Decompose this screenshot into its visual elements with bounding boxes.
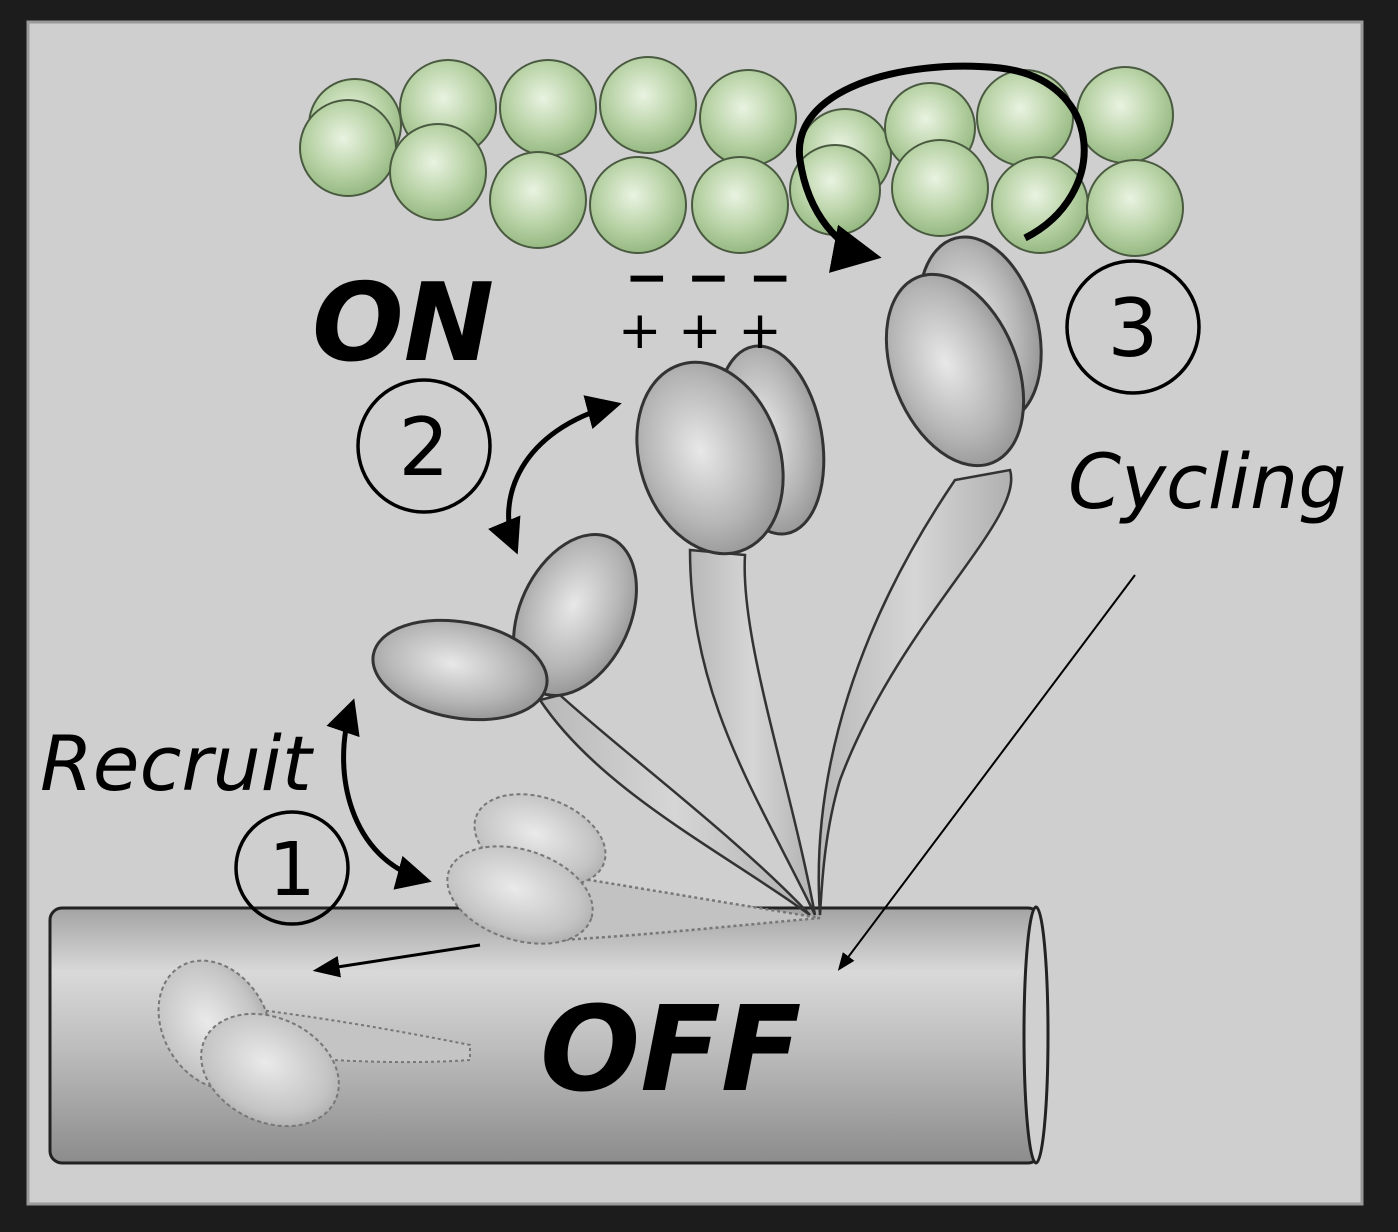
step-number-1: 1 [268, 827, 315, 913]
step-badge-1: 1 [234, 810, 350, 926]
step-badge-3: 3 [1065, 259, 1201, 395]
step-number-3: 3 [1108, 282, 1159, 375]
negative-charges: − − − [625, 248, 792, 308]
step-number-2: 2 [399, 401, 450, 494]
step-badge-2: 2 [356, 378, 492, 514]
transition-arrow-2 [488, 395, 622, 555]
myosin-heads-off [446, 793, 607, 945]
on-label: ON [312, 261, 494, 386]
myosin-heads-on [635, 344, 826, 556]
cycling-rotation-arrow [795, 62, 1088, 273]
myosin-heads-intermediate [371, 533, 638, 722]
off-label: OFF [540, 980, 802, 1118]
sequester-arrow [312, 943, 481, 978]
cycling-label: Cycling [1068, 437, 1346, 526]
transition-arrow-1 [326, 698, 432, 890]
actin-filament [299, 56, 1184, 257]
positive-charges: + + + [618, 301, 782, 361]
myosin-heads-sequestered [157, 959, 471, 1128]
cycling-return-arrow [837, 574, 1136, 971]
myosin-heads-cycling [884, 235, 1043, 468]
recruit-label: Recruit [40, 719, 315, 808]
myosin-necks [537, 468, 1013, 942]
